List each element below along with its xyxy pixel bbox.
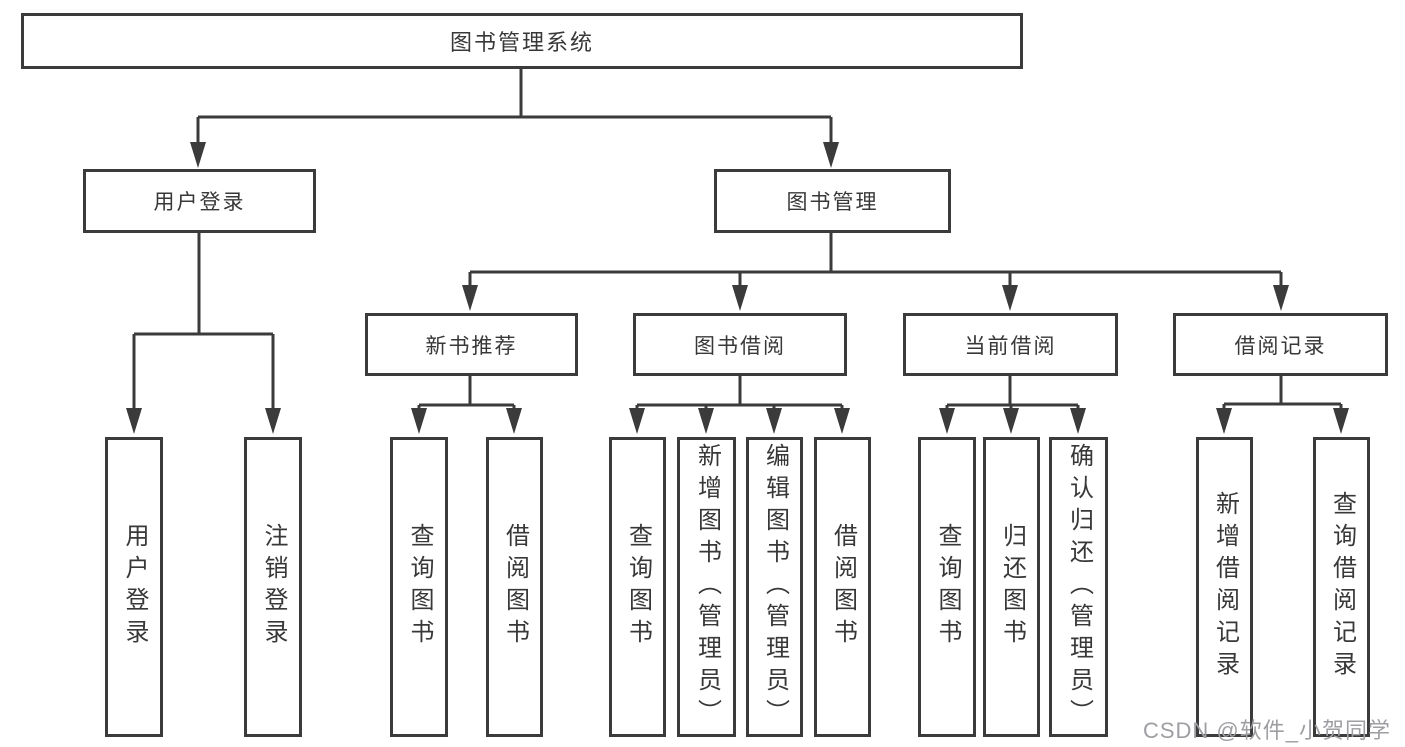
node-library-management-system: 图书管理系统 [21, 13, 1023, 69]
leaf-add-books-admin: 新增图书（管理员） [677, 437, 736, 737]
leaf-return-books: 归还图书 [983, 437, 1040, 737]
leaf-query-borrow-record: 查询借阅记录 [1313, 437, 1370, 737]
leaf-logout: 注销登录 [244, 437, 302, 737]
leaf-edit-books-admin: 编辑图书（管理员） [746, 437, 803, 737]
leaf-query-books-recommend: 查询图书 [390, 437, 448, 737]
node-book-management: 图书管理 [714, 169, 951, 233]
leaf-user-login: 用户登录 [105, 437, 163, 737]
node-borrow-record: 借阅记录 [1173, 313, 1388, 376]
leaf-query-books-borrow: 查询图书 [609, 437, 666, 737]
leaf-borrow-books-recommend: 借阅图书 [486, 437, 543, 737]
node-user-login: 用户登录 [83, 169, 316, 233]
csdn-watermark: CSDN @软件_小贺同学 [1142, 718, 1391, 743]
leaf-add-borrow-record: 新增借阅记录 [1196, 437, 1253, 737]
leaf-borrow-books: 借阅图书 [814, 437, 871, 737]
node-current-borrow: 当前借阅 [903, 313, 1118, 376]
node-new-book-recommend: 新书推荐 [365, 313, 578, 376]
leaf-confirm-return-admin: 确认归还（管理员） [1049, 437, 1108, 737]
node-book-borrow: 图书借阅 [633, 313, 847, 376]
leaf-query-books-current: 查询图书 [918, 437, 976, 737]
